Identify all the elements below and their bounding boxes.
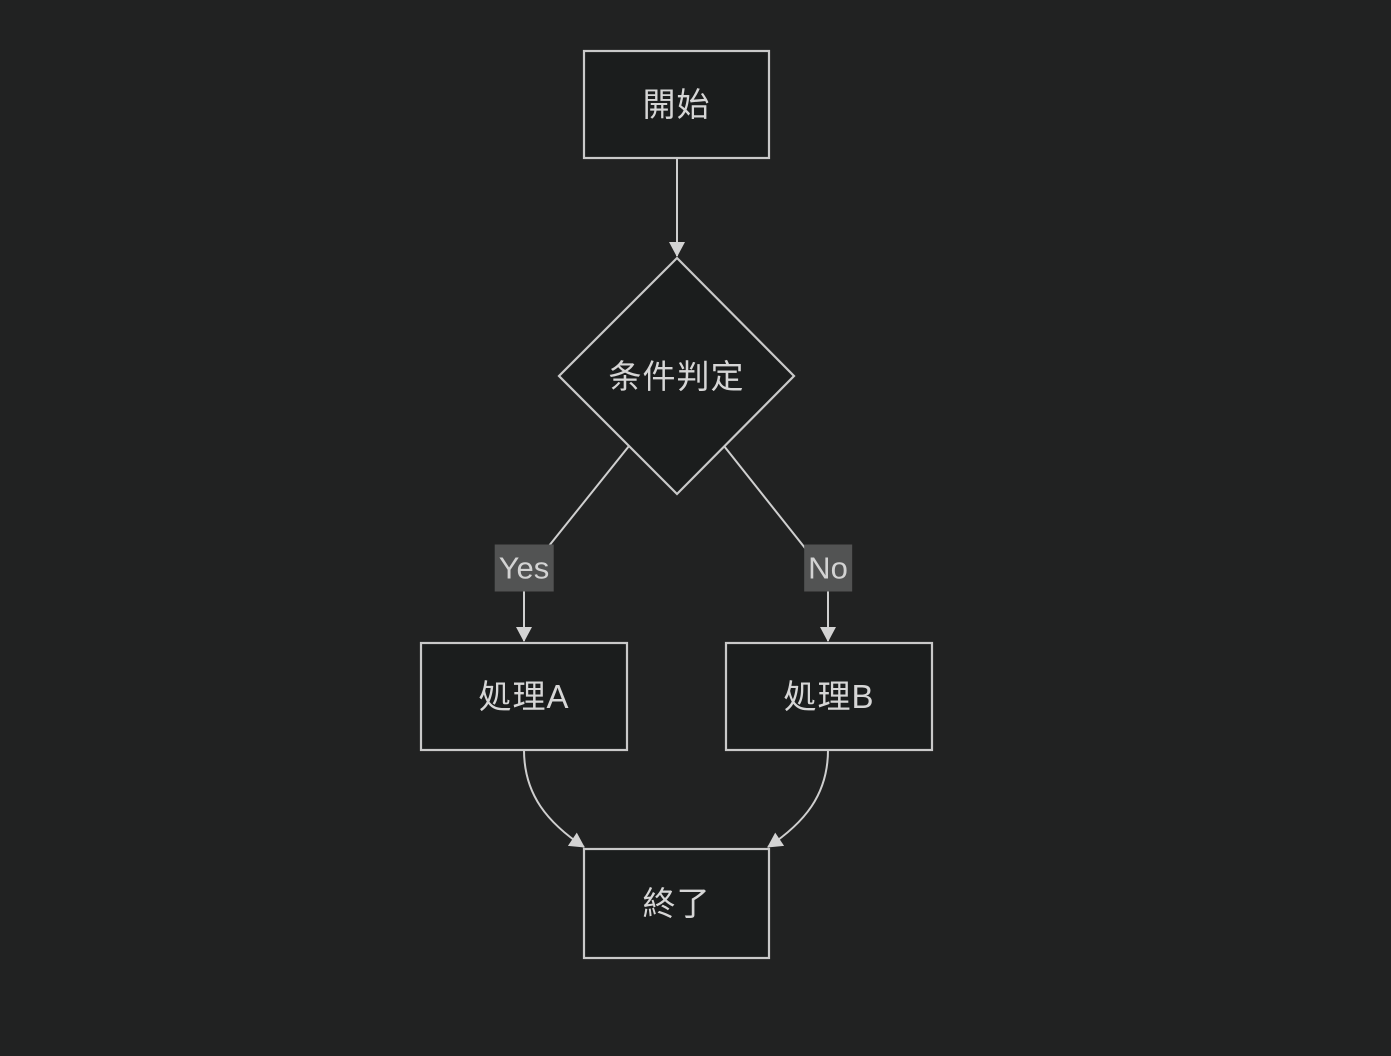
node-shape-process-b [724,641,934,752]
node-shape-start [582,49,771,160]
edge-process-b-to-end [767,749,829,848]
edge-decision-to-process-a [516,445,630,642]
edge-decision-to-process-b [723,445,836,642]
edge-label-no: No [804,544,852,592]
node-shape-end [582,847,771,960]
edge-process-a-to-end [523,749,585,848]
node-shape-process-a [419,641,629,752]
node-shape-decision [557,256,796,496]
edge-label-yes: Yes [494,544,554,592]
